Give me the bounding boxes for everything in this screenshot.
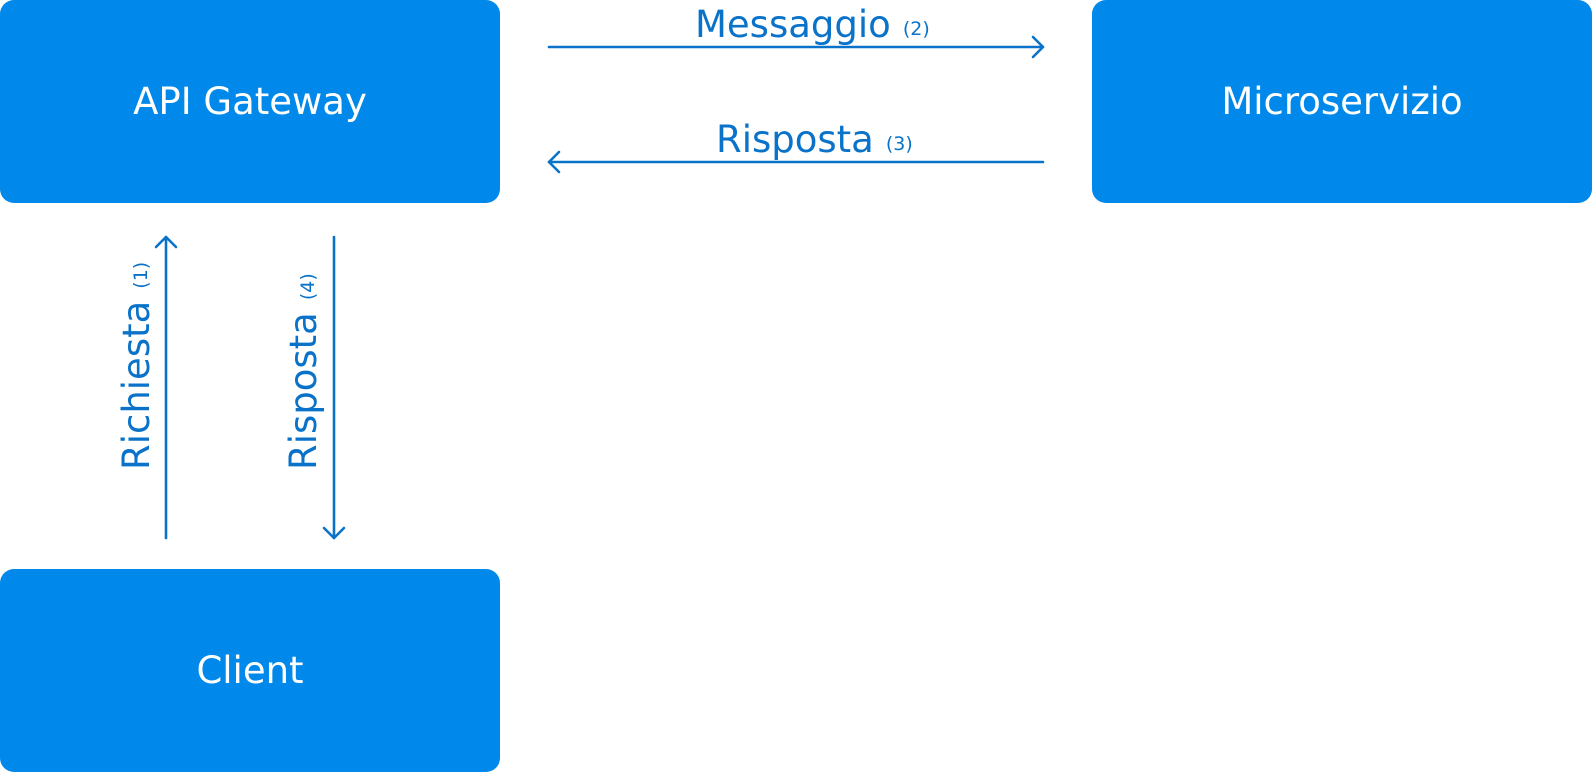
response-client-label: Risposta (4) (282, 273, 325, 470)
request-arrow (154, 235, 178, 540)
client-label: Client (196, 649, 304, 692)
response-client-arrow (322, 235, 346, 540)
request-step: (1) (130, 261, 152, 289)
response-service-label: Risposta (3) (716, 121, 913, 158)
response-service-label-text: Risposta (716, 118, 874, 161)
request-label: Richiesta (1) (115, 261, 158, 470)
api-gateway-node: API Gateway (0, 0, 500, 203)
client-node: Client (0, 569, 500, 772)
request-label-text: Richiesta (115, 300, 158, 470)
api-gateway-label: API Gateway (133, 80, 367, 123)
message-step: (2) (902, 18, 930, 40)
microservice-label: Microservizio (1221, 80, 1463, 123)
message-label: Messaggio (2) (695, 6, 930, 43)
message-label-text: Messaggio (695, 3, 891, 46)
response-service-step: (3) (885, 133, 913, 155)
response-client-label-text: Risposta (282, 312, 325, 470)
microservice-node: Microservizio (1092, 0, 1592, 203)
response-client-step: (4) (297, 273, 319, 301)
